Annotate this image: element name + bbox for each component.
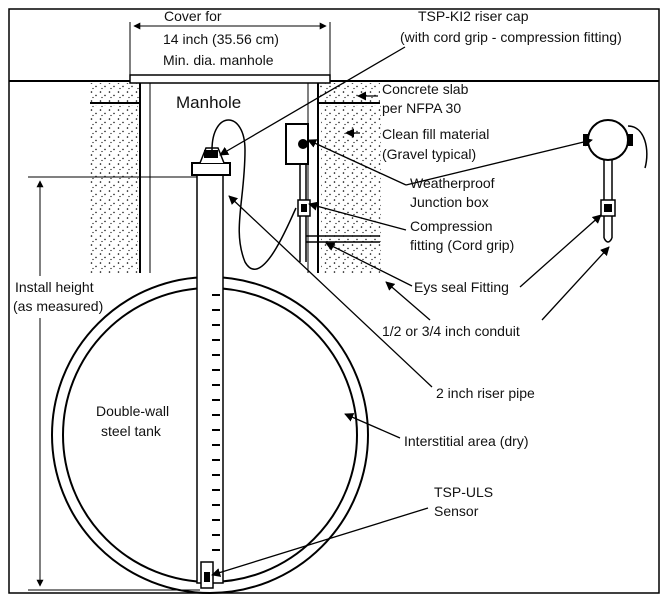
gravel-fill-left [88,105,138,273]
riser-cap-fitting [204,150,218,158]
manhole-cover [129,74,331,84]
label-sensor-2: Sensor [434,503,479,519]
label-cover-2: 14 inch (35.56 cm) [163,31,279,47]
gravel-fill-right [321,105,381,273]
junction-box-detail-lug-right [628,134,633,146]
label-install-2: (as measured) [13,298,103,314]
junction-box-detail-lug-left [583,134,588,146]
concrete-slab-left [90,83,140,103]
label-compression-1: Compression [410,218,492,234]
junction-box-detail [587,119,629,161]
detail-seal-core [604,204,612,212]
label-tank-2: steel tank [101,423,162,439]
compression-fitting-core [301,204,307,212]
frame-border [8,8,660,594]
label-concrete-2: per NFPA 30 [382,100,461,116]
label-compression-2: fitting (Cord grip) [410,237,514,253]
leader-lines [211,46,610,577]
label-fill-2: (Gravel typical) [382,146,476,162]
label-seal: Eys seal Fitting [414,279,509,295]
label-riser-cap-1: TSP-KI2 riser cap [418,8,529,24]
label-cover-3: Min. dia. manhole [163,52,274,68]
label-conduit: 1/2 or 3/4 inch conduit [382,323,520,339]
label-concrete-1: Concrete slab [382,81,469,97]
label-sensor-1: TSP-ULS [434,484,493,500]
junction-box-knob [298,139,308,149]
label-install-1: Install height [15,279,94,295]
riser-cap [191,162,231,176]
label-riser-pipe: 2 inch riser pipe [436,385,535,401]
label-manhole: Manhole [176,93,241,112]
riser-pipe [196,174,224,584]
sensor-base [204,572,210,582]
label-junction-2: Junction box [410,194,489,210]
detail-conduit-end [603,237,613,243]
label-fill-1: Clean fill material [382,126,489,142]
label-tank-1: Double-wall [96,403,169,419]
sensor-probe-marks [212,294,220,551]
junction-box-detail-cable [627,125,648,169]
label-riser-cap-2: (with cord grip - compression fitting) [400,29,622,45]
label-junction-1: Weatherproof [410,175,495,191]
label-cover-1: Cover for [164,8,222,24]
sensor-cable [211,119,297,270]
label-interstitial: Interstitial area (dry) [404,433,528,449]
